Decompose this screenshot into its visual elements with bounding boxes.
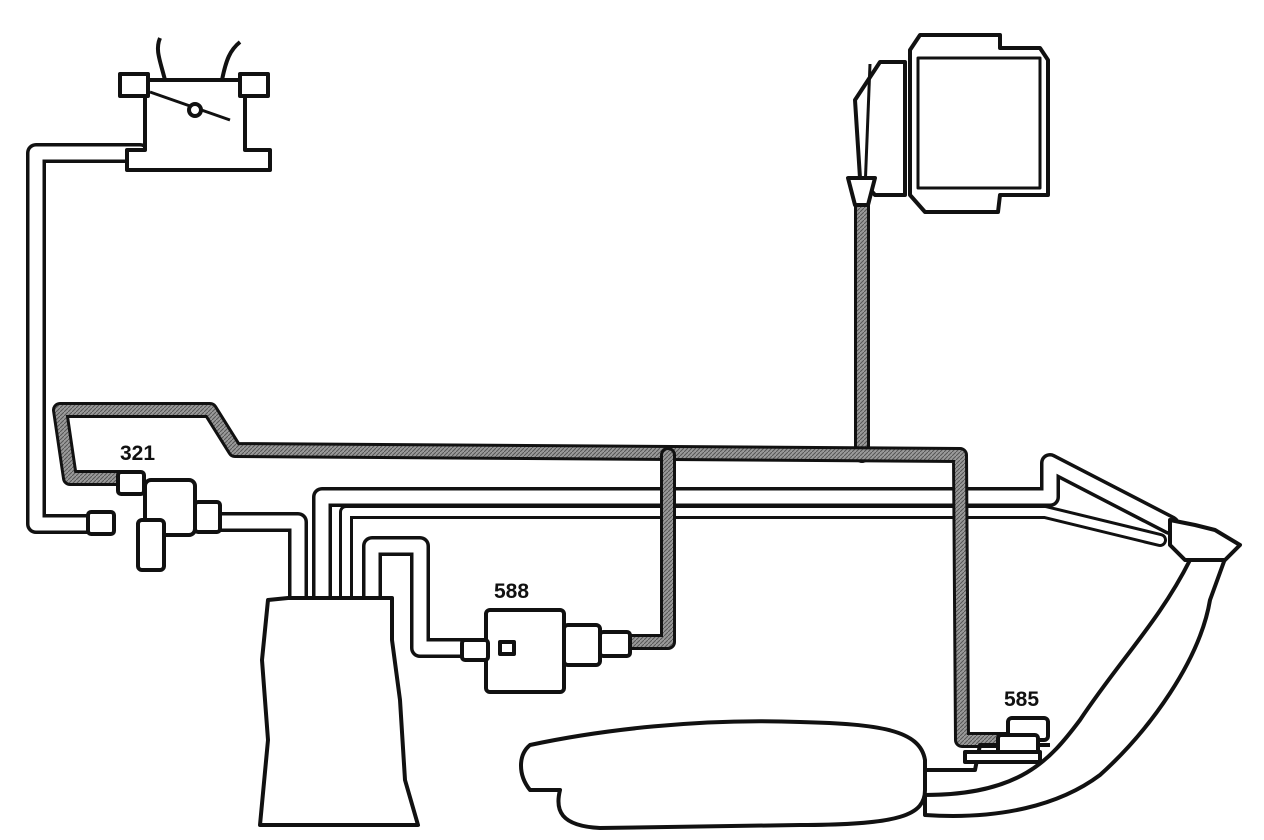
throttle-body: [118, 37, 272, 172]
hose-canister-to-filler: [312, 453, 1180, 615]
label-321: 321: [120, 442, 155, 465]
label-585: 585: [1004, 688, 1039, 711]
valve-321: [86, 470, 222, 572]
valve-588: [460, 608, 632, 694]
hose-canister-to-filler-2: [339, 505, 1167, 612]
hatched-hoses: [52, 197, 1018, 748]
sensor-585: [963, 716, 1050, 764]
charcoal-canister: [258, 596, 420, 827]
label-588: 588: [494, 580, 529, 603]
hose-vent-to-588: [622, 447, 676, 650]
hose-throttle-to-321: [26, 143, 150, 534]
fuel-filler-neck: [923, 518, 1242, 818]
white-hoses: [26, 143, 1180, 658]
air-filter-box: [846, 33, 1050, 214]
hose-321-to-canister: [210, 512, 308, 615]
